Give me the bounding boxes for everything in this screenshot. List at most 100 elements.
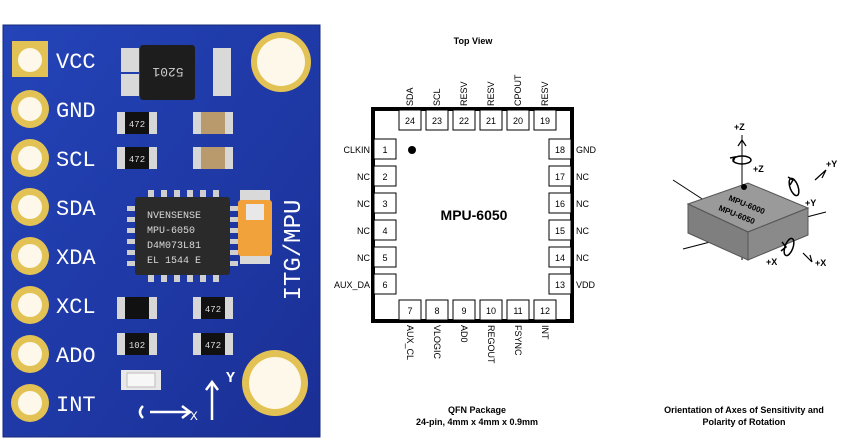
pin-name: NC <box>576 172 589 182</box>
resistor-marking: 472 <box>205 305 221 315</box>
pin-name: RESV <box>486 81 496 106</box>
smd-resistor-1: 472 <box>117 112 157 134</box>
pin-name: SDA <box>405 87 415 106</box>
pin-number: 3 <box>382 199 387 209</box>
pin-name: AUX_DA <box>334 280 370 290</box>
pin-label: XCL <box>56 295 96 320</box>
x-axis-label-left: +X <box>766 257 777 267</box>
pin-name: AUX_CL <box>405 325 415 360</box>
pin-name: NC <box>576 226 589 236</box>
pin-label: INT <box>56 393 96 418</box>
pin-label: SDA <box>56 197 96 222</box>
z-axis-label-side: +Z <box>753 164 764 174</box>
z-axis-label-top: +Z <box>734 122 745 132</box>
pin-number: 13 <box>555 280 565 290</box>
header-pad <box>11 286 49 324</box>
pin-number: 2 <box>382 172 387 182</box>
pin-label: GND <box>56 99 96 124</box>
pin-number: 6 <box>382 280 387 290</box>
pin-19: 19 RESV <box>533 81 557 131</box>
pin-label: XDA <box>56 246 96 271</box>
pin-name: VLOGIC <box>432 325 442 360</box>
chip-line-4: EL 1544 E <box>147 256 201 267</box>
pin-number: 20 <box>513 116 523 126</box>
pin-number: 4 <box>382 226 387 236</box>
pin-number: 8 <box>434 306 439 316</box>
pin-number: 14 <box>555 253 565 263</box>
pin-label: VCC <box>56 50 96 75</box>
pin-name: NC <box>576 253 589 263</box>
pin-name: NC <box>357 199 370 209</box>
chip-name: MPU-6050 <box>441 207 508 223</box>
mounting-hole-top <box>251 32 311 92</box>
resistor-marking-102: 102 <box>129 341 145 351</box>
board-axis-icon <box>138 379 219 420</box>
z-arrow-icon <box>737 139 747 147</box>
pin-name: GND <box>576 145 597 155</box>
pin-name: NC <box>357 172 370 182</box>
smd-capacitor-1 <box>193 112 233 134</box>
pin-22: 22 RESV <box>452 81 476 131</box>
header-pad <box>11 90 49 128</box>
smd-capacitor-2 <box>193 147 233 169</box>
x-arrow-icon <box>802 252 813 263</box>
chip-outline <box>371 107 574 323</box>
pin-number: 16 <box>555 199 565 209</box>
pin-name: RESV <box>540 81 550 106</box>
pin-number: 15 <box>555 226 565 236</box>
pin-name: SCL <box>432 88 442 106</box>
package-line-1: QFN Package <box>448 405 506 415</box>
side-text: ITG/MPU <box>281 200 308 301</box>
pin-number: 12 <box>540 306 550 316</box>
pin-number: 24 <box>405 116 415 126</box>
pin-3: 3 NC <box>357 192 397 214</box>
board-axis-y: Y <box>226 370 235 387</box>
pin-number: 23 <box>432 116 442 126</box>
pin-name: RESV <box>459 81 469 106</box>
pin-15: 15 NC <box>548 219 589 241</box>
pin-name: NC <box>357 226 370 236</box>
pin-24: 24 SDA <box>398 87 422 131</box>
top-view-label: Top View <box>454 36 494 46</box>
pin-name: CLKIN <box>343 145 370 155</box>
smd-resistor-5: 472 <box>193 297 233 319</box>
pin-number: 22 <box>459 116 469 126</box>
axes-caption-1: Orientation of Axes of Sensitivity and <box>664 405 824 415</box>
pin-number: 5 <box>382 253 387 263</box>
y-axis-label-side: +Y <box>805 198 816 208</box>
pin-2: 2 NC <box>357 165 397 187</box>
header-pad <box>11 188 49 226</box>
pin-18: 18 GND <box>548 138 597 160</box>
pin-23: 23 SCL <box>425 88 449 131</box>
pin-number: 7 <box>407 306 412 316</box>
voltage-regulator: 5201 <box>121 45 231 100</box>
pin-number: 17 <box>555 172 565 182</box>
pin1-dot <box>408 146 416 154</box>
pin-name: INT <box>540 325 550 340</box>
y-axis-label-top: +Y <box>826 159 837 169</box>
pin-number: 11 <box>513 306 522 316</box>
resistor-marking: 472 <box>205 341 221 351</box>
pin-13: 13 VDD <box>548 273 596 295</box>
pin-name: VDD <box>576 280 596 290</box>
pin-number: 18 <box>555 145 565 155</box>
header-pad <box>11 335 49 373</box>
tantalum-capacitor <box>238 190 272 264</box>
header-pad <box>11 384 49 422</box>
vreg-marking: 5201 <box>152 64 183 79</box>
header-pad <box>12 41 48 77</box>
sensor-chip-right <box>747 207 809 261</box>
pin-4: 4 NC <box>357 219 397 241</box>
axes-caption-2: Polarity of Rotation <box>703 417 786 427</box>
pin-name: NC <box>357 253 370 263</box>
pin-17: 17 NC <box>548 165 589 187</box>
pin-label: ADO <box>56 344 96 369</box>
mounting-hole-bottom <box>242 350 308 416</box>
pin-14: 14 NC <box>548 246 589 268</box>
pin-number: 19 <box>540 116 550 126</box>
